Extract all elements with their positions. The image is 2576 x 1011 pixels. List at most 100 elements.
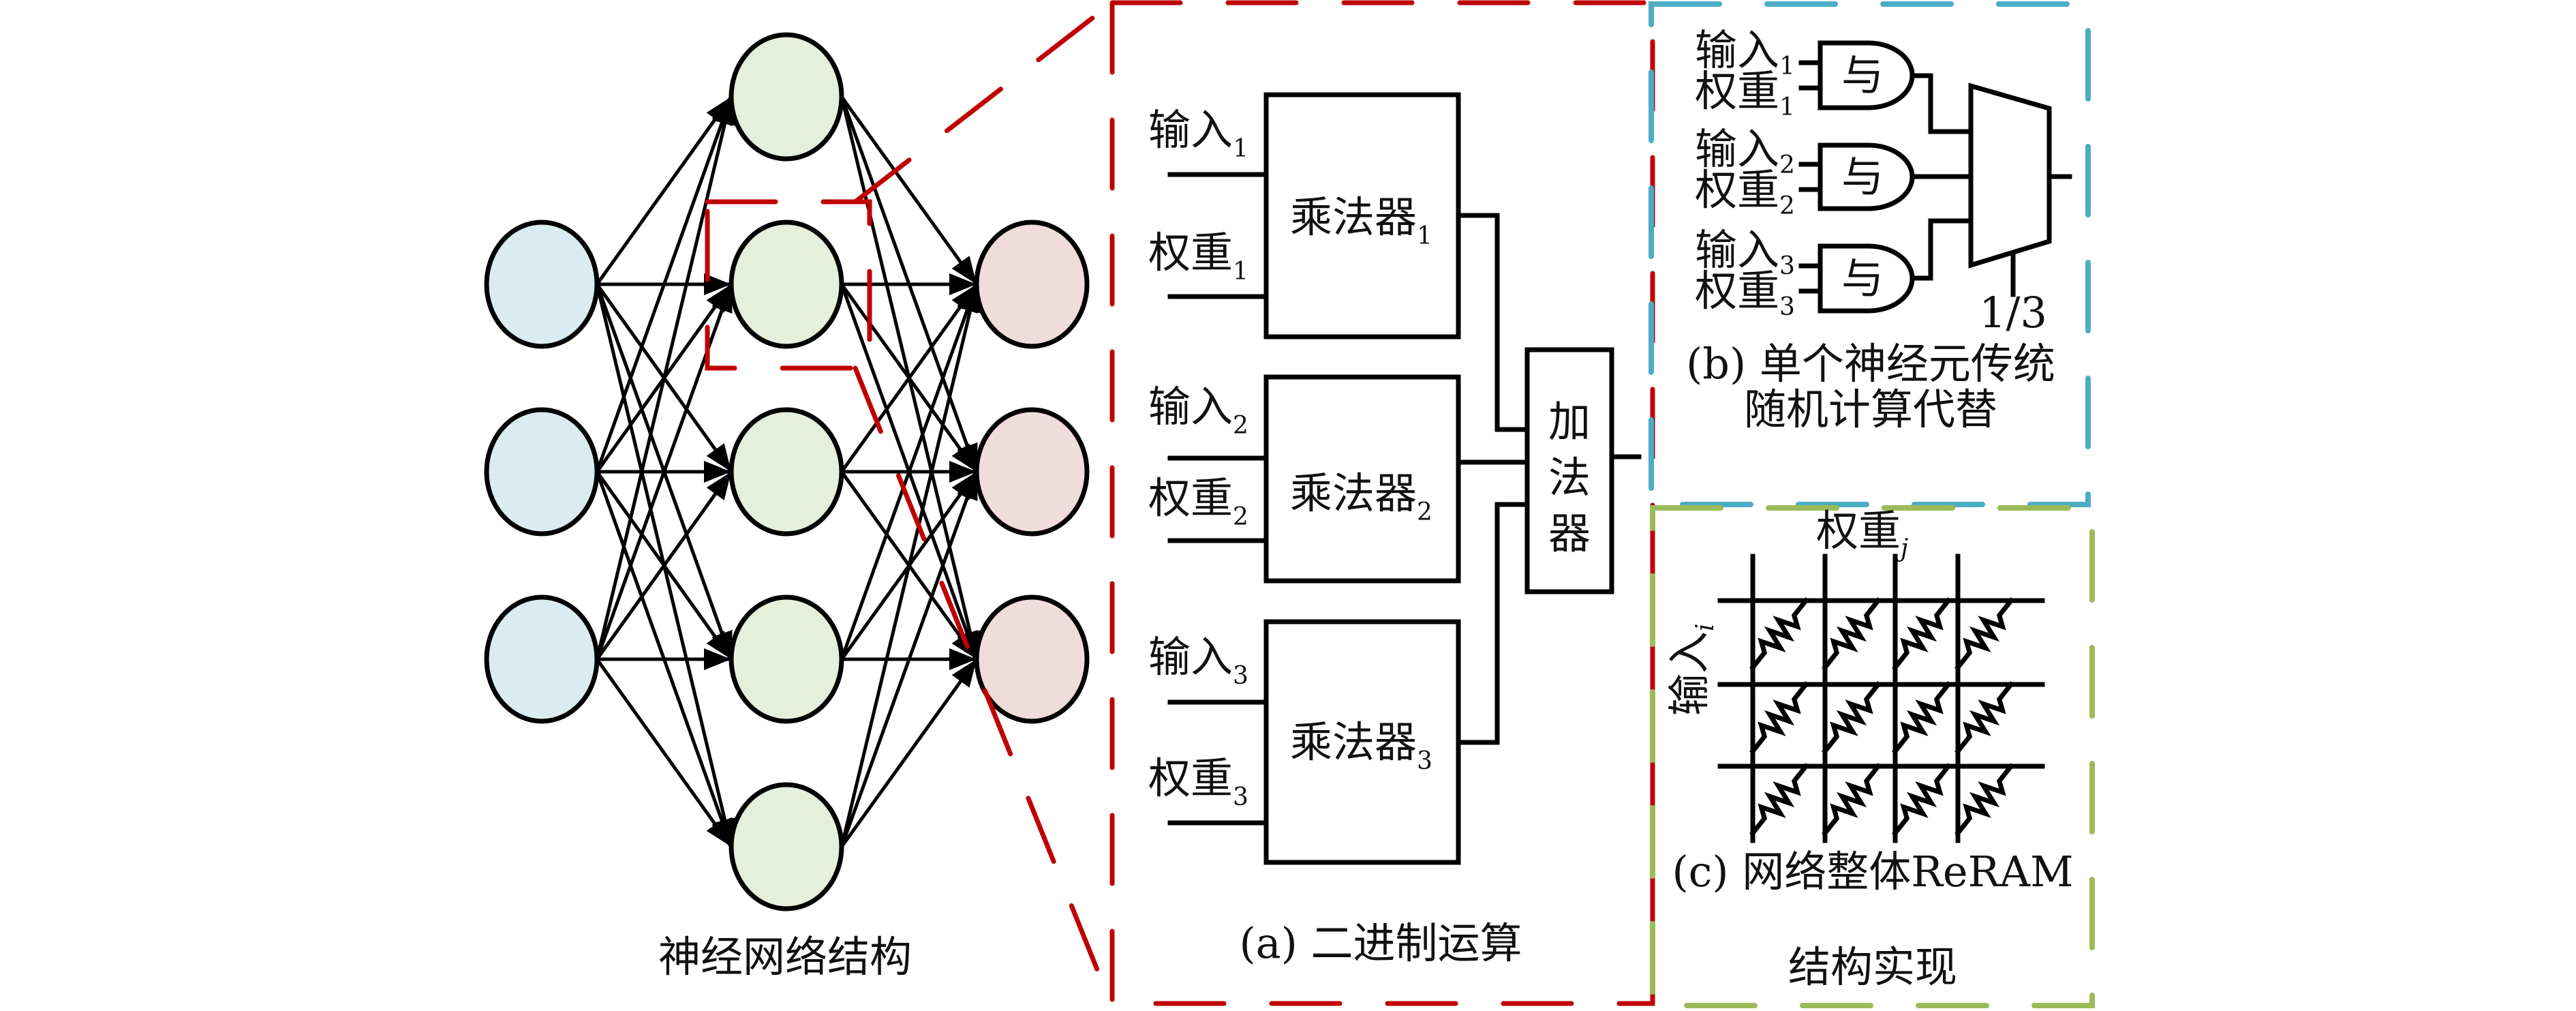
multiplier-1: 输入1 权重1 乘法器1: [1148, 92, 1461, 339]
connection-hidden5-to-output2: [840, 471, 979, 847]
resistor-icon: [1749, 597, 1809, 671]
panel-a-frame: [1109, 0, 1655, 1006]
network-caption: 神经网络结构: [658, 932, 912, 982]
mux-select-label: 1/3: [1979, 288, 2047, 337]
multiplier-3: 输入3 权重3 乘法器3: [1148, 619, 1461, 865]
hidden-node-1: [729, 32, 844, 162]
output-node-3: [974, 594, 1090, 724]
resistor-icon: [1822, 597, 1882, 671]
input-label-3: 输入3: [1148, 632, 1248, 690]
gate1-input-label: 输入1: [1695, 25, 1795, 80]
connection-input3-to-hidden1: [595, 96, 733, 660]
panel-b-stochastic: 输入1 权重1 与 输入2 权重2 与 输入3 权重3 与: [1686, 25, 2072, 434]
adder-char-3: 器: [1548, 509, 1591, 558]
weight-label-3: 权重3: [1148, 753, 1248, 811]
arrowhead-icon: [706, 443, 731, 472]
hidden-node-5: [729, 782, 844, 911]
multiplier-2: 输入2 权重2 乘法器2: [1148, 374, 1461, 584]
multiplier-label-1: 乘法器1: [1290, 192, 1432, 250]
resistor-icon: [1954, 681, 2014, 755]
connection-hidden1-to-output1: [840, 95, 979, 286]
arrowhead-icon: [949, 461, 977, 483]
output-node-2: [974, 407, 1090, 537]
panel-a-caption: (a) 二进制运算: [1239, 918, 1522, 968]
gate3-weight-label: 权重3: [1695, 266, 1795, 321]
gate3-out: [1910, 218, 1974, 281]
crossbar-weight-label: 权重j: [1816, 506, 1908, 562]
resistor-icon: [1822, 763, 1882, 836]
network-edges: [595, 95, 981, 848]
multiplier-box-3: [1263, 619, 1461, 865]
panel-b-caption-2: 随机计算代替: [1744, 384, 1997, 434]
connection-hidden4-to-output1: [840, 284, 979, 660]
adder-char-1: 加: [1548, 397, 1591, 447]
arrowhead-icon: [957, 472, 978, 502]
hidden-node-2: [729, 220, 844, 349]
gate1-weight-label: 权重1: [1695, 66, 1795, 121]
connection-input2-to-hidden1: [595, 96, 733, 472]
gate1-label: 与: [1841, 50, 1884, 100]
multiplexer: [1968, 82, 2052, 269]
crossbar-input-label: 输入i: [1664, 623, 1719, 716]
and-gate-1: 输入1 权重1 与: [1695, 25, 1974, 134]
input-node-3: [484, 594, 600, 724]
mult3-to-adder-wire: [1456, 502, 1530, 745]
panel-c-reram: 权重j 输入i (c) 网络整体ReRAM 结构实现: [1664, 506, 2074, 992]
resistor-icon: [1892, 763, 1952, 836]
input-node-2: [484, 407, 600, 537]
arrowhead-icon: [704, 273, 731, 295]
input-label-1: 输入1: [1148, 105, 1248, 163]
weight-label-1: 权重1: [1148, 228, 1248, 286]
and-gate-3: 输入3 权重3 与: [1695, 218, 1974, 321]
panel-b-caption-1: (b) 单个神经元传统: [1686, 339, 2055, 389]
network-nodes: [484, 32, 1090, 911]
arrowhead-icon: [706, 818, 731, 847]
resistor-icon: [1749, 681, 1809, 755]
panel-c-frame: [1650, 505, 2095, 1008]
multiplier-box-1: [1263, 92, 1461, 339]
adder-box: [1524, 347, 1614, 594]
input-node-1: [484, 220, 600, 349]
resistor-icon: [1954, 597, 2014, 671]
connection-hidden3-to-output1: [840, 283, 979, 473]
arrowhead-icon: [949, 648, 977, 670]
panel-a-binary: 输入1 权重1 乘法器1 输入2 权重2 乘法器2 输入3 权重3 乘法器3: [1148, 92, 1642, 968]
connection-hidden5-to-output1: [840, 284, 979, 847]
output-node-1: [974, 220, 1090, 349]
gate2-input-label: 输入2: [1695, 124, 1795, 179]
panel-b-frame: [1649, 1, 2091, 507]
arrowhead-icon: [949, 273, 977, 295]
gate1-out: [1910, 73, 1974, 134]
arrowhead-icon: [711, 284, 733, 314]
input-label-2: 输入2: [1148, 382, 1248, 440]
resistor-icon: [1892, 597, 1952, 671]
gate2-label: 与: [1841, 152, 1884, 202]
connection-input3-to-hidden3: [595, 470, 733, 661]
mult1-to-adder-wire: [1456, 213, 1530, 432]
gate3-label: 与: [1841, 254, 1884, 303]
panel-c-caption-1: (c) 网络整体ReRAM: [1672, 847, 2073, 896]
gate2-weight-label: 权重2: [1695, 165, 1795, 220]
arrowhead-icon: [951, 659, 977, 688]
adder-char-2: 法: [1548, 453, 1591, 502]
arrowhead-icon: [706, 472, 731, 500]
multiplier-label-2: 乘法器2: [1290, 468, 1432, 526]
weight-label-2: 权重2: [1148, 473, 1248, 531]
resistor-icon: [1954, 763, 2014, 836]
and-gate-2: 输入2 权重2 与: [1695, 124, 1974, 220]
multiplier-box-2: [1263, 374, 1461, 584]
connection-input1-to-hidden1: [595, 95, 733, 286]
gate3-input-label: 输入3: [1695, 225, 1795, 280]
highlight-box: [705, 199, 872, 371]
multiplier-label-3: 乘法器3: [1290, 717, 1432, 775]
resistor-icon: [1749, 763, 1809, 836]
crossbar-array: [1717, 554, 2045, 843]
resistor-icon: [1822, 681, 1882, 755]
connection-hidden5-to-output3: [840, 658, 979, 848]
hidden-node-4: [729, 594, 844, 724]
zoom-line-top: [853, 0, 1115, 205]
resistor-icon: [1892, 681, 1952, 755]
zoom-line-bottom: [853, 365, 1114, 1006]
arrowhead-icon: [951, 443, 977, 472]
